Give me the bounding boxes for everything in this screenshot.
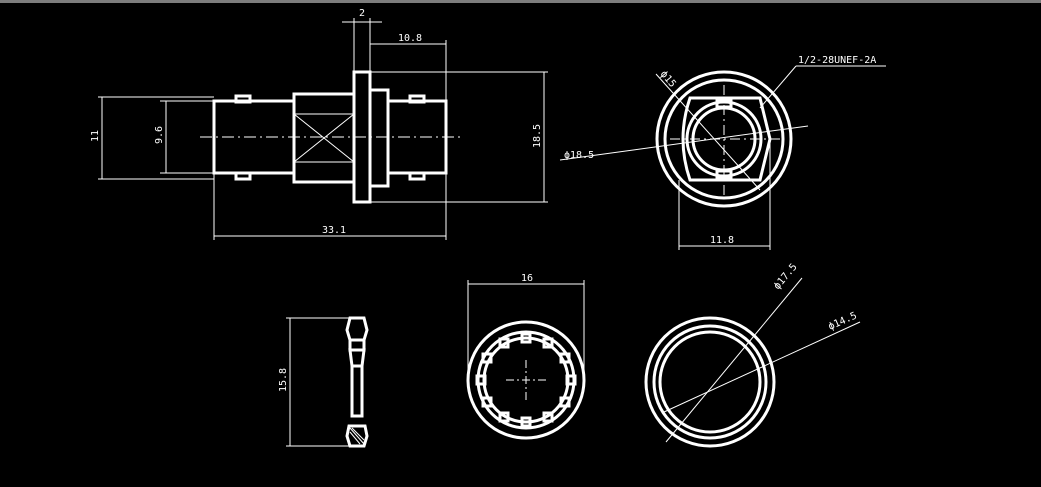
dim-washer-width: 16	[521, 273, 533, 284]
dim-front-large-dia: ϕ18.5	[564, 150, 594, 161]
washer-side-view	[345, 316, 369, 448]
dim-flange-height: 18.5	[532, 124, 543, 148]
washer-side-dimensions: 15.8	[278, 317, 350, 447]
dim-flange-thickness: 2	[359, 8, 365, 19]
washer-front-view	[466, 320, 586, 440]
connector-side-view	[200, 70, 460, 204]
thread-spec-label: 1/2-28UNEF-2A	[798, 55, 876, 66]
dim-inner-diameter: 9.6	[154, 126, 165, 144]
dim-front-small-dia: ϕ15	[658, 69, 678, 90]
dim-front-width: 11.8	[710, 235, 734, 246]
front-view-dimensions: 1/2-28UNEF-2A ϕ15 ϕ18.5 11.8	[559, 55, 886, 250]
dim-total-length: 33.1	[322, 225, 346, 236]
dim-nut-offset: 10.8	[398, 33, 422, 44]
washer-front-dimensions: 16	[467, 273, 585, 378]
dim-outer-diameter: 11	[90, 130, 101, 142]
connector-front-view	[655, 70, 793, 208]
side-view-dimensions: 2 10.8 11 9.6 18.5 33.1	[90, 8, 548, 240]
dim-ring-outer-dia: ϕ17.5	[772, 262, 800, 292]
ring-front-view	[644, 316, 776, 448]
dim-side-height: 15.8	[278, 368, 289, 392]
ring-dimensions: ϕ17.5 ϕ14.5	[663, 262, 861, 443]
window-top-bar	[0, 0, 1041, 3]
